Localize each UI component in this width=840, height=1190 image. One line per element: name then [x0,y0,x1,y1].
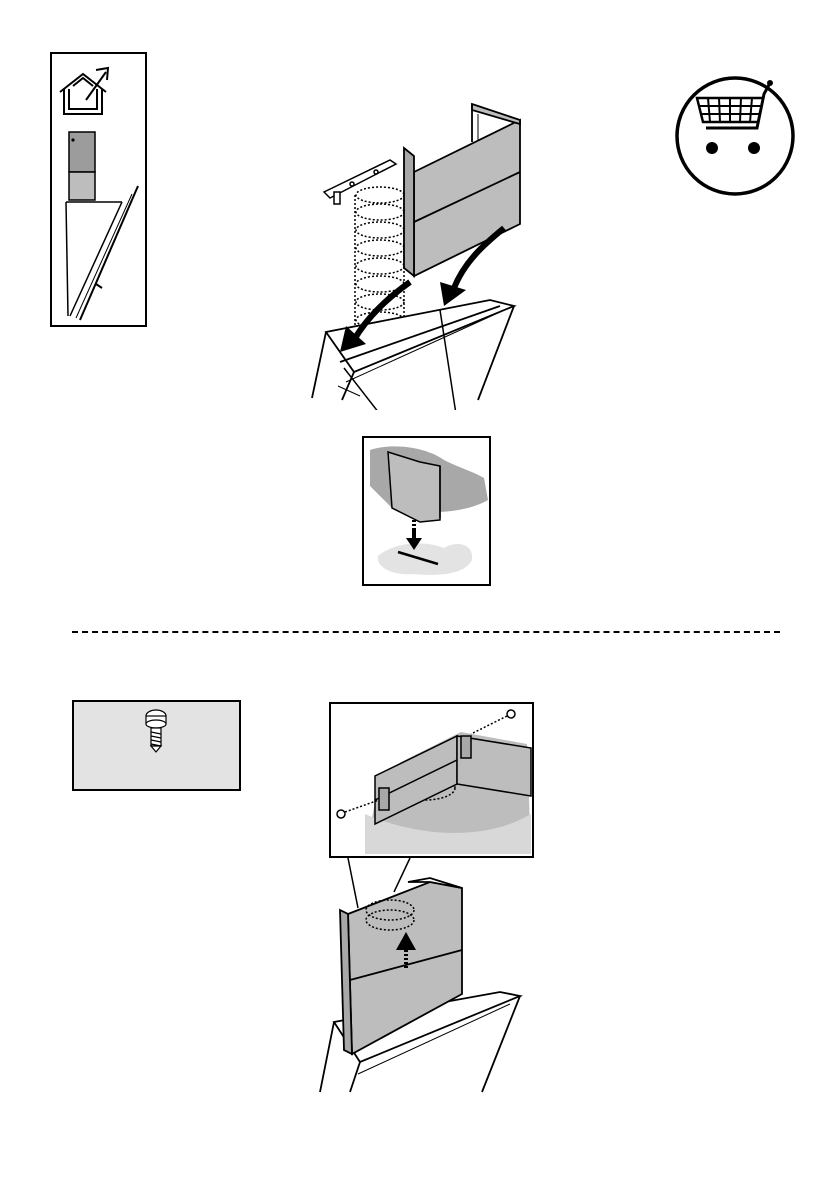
badge-circle [677,78,793,194]
top-main-illustration [300,100,540,410]
chimney-hood-side-view-icon [66,132,138,320]
section-divider [72,631,780,633]
bottom-main-illustration [310,852,530,1094]
bottom-detail-callout [329,702,534,858]
screw-panel [72,700,241,791]
chimney-cover [404,104,520,276]
screw-icon [471,710,515,734]
house-outdoor-vent-icon [60,68,108,114]
accessory-badge [662,76,810,200]
top-detail-callout [362,436,491,586]
wall-bracket [324,160,396,204]
venting-mode-svg [52,54,145,325]
venting-mode-panel [50,52,147,327]
screw-icon [146,710,166,752]
